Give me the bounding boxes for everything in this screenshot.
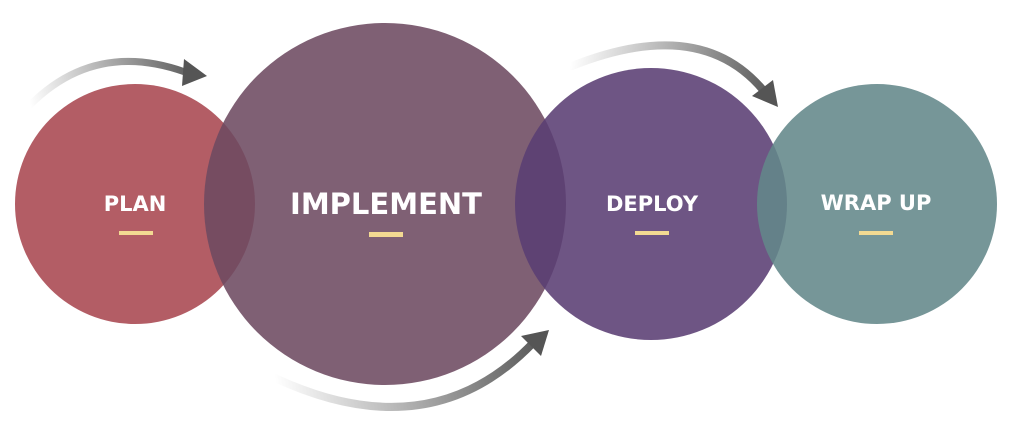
implement-circle xyxy=(204,23,566,385)
arrowhead-icon xyxy=(521,330,549,356)
curved-arrow-icon xyxy=(26,58,189,109)
deploy-label: DEPLOY xyxy=(606,192,699,216)
plan-circle xyxy=(15,84,255,324)
implement-label: IMPLEMENT xyxy=(290,187,482,221)
arrowhead-icon xyxy=(182,59,207,86)
deploy-circle xyxy=(515,68,787,340)
implement-to-deploy-arrow xyxy=(271,330,549,411)
implement-underline xyxy=(369,232,403,237)
arrowhead-icon xyxy=(752,80,778,107)
deploy-to-wrap-up-arrow xyxy=(568,41,778,107)
wrap-up-underline xyxy=(859,231,893,235)
wrap-up-label: WRAP UP xyxy=(821,191,932,215)
plan-to-implement-arrow xyxy=(26,58,207,109)
plan-underline xyxy=(119,231,153,235)
deploy-underline xyxy=(635,231,669,235)
plan-label: PLAN xyxy=(104,192,167,216)
wrap-up-circle xyxy=(757,84,997,324)
curved-arrow-icon xyxy=(568,41,767,94)
curved-arrow-icon xyxy=(271,339,537,411)
